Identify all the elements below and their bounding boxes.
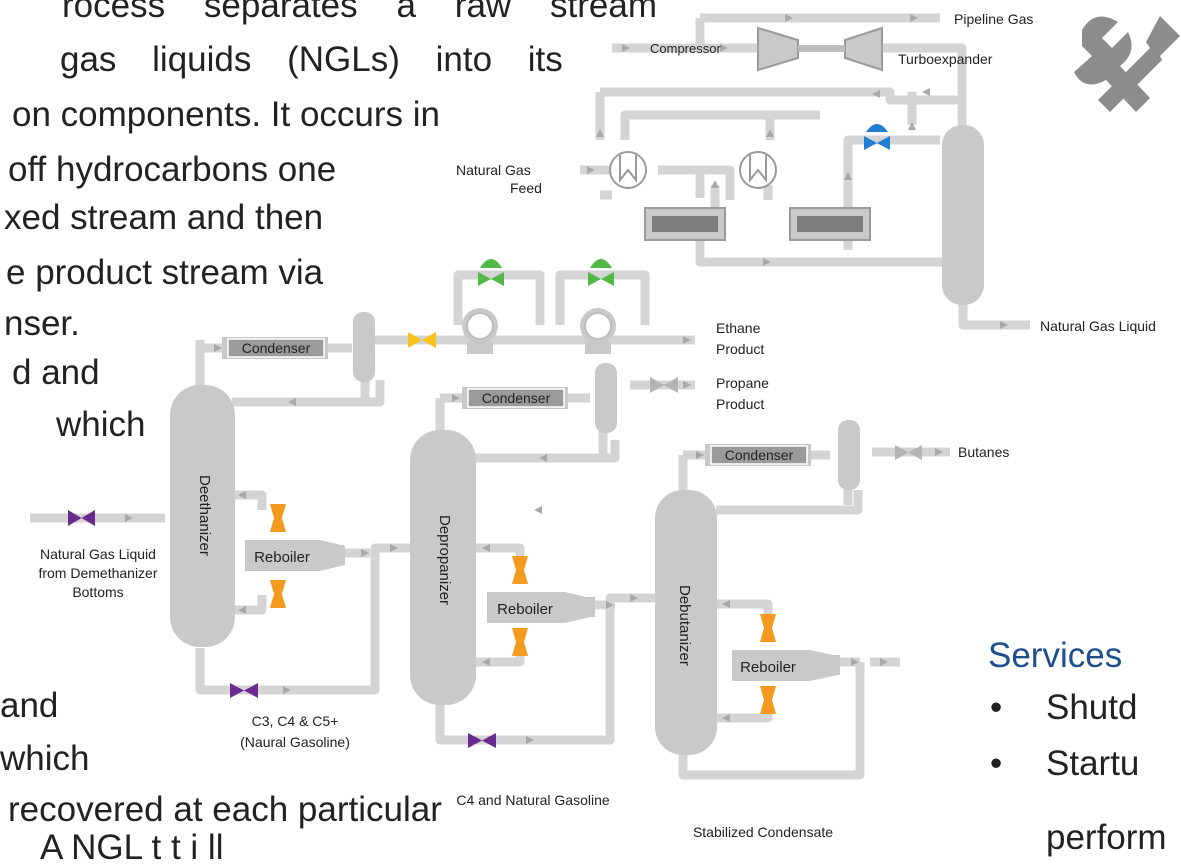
c3-c4-c5-label: (Naural Gasoline)	[240, 734, 350, 750]
valve-orange-icon	[270, 580, 286, 608]
debutanizer-column	[655, 490, 717, 755]
depropanizer-column	[410, 430, 476, 705]
reflux-drum	[838, 420, 860, 490]
reflux-drum	[595, 363, 617, 433]
condenser-label: Condenser	[242, 340, 311, 356]
body-text-line: xed stream and then	[4, 198, 324, 237]
pipeline-gas-label: Pipeline Gas	[954, 11, 1033, 27]
services-title: Services	[988, 636, 1123, 675]
body-text-line: gas liquids (NGLs) into its	[60, 40, 563, 79]
turboexpander-label: Turboexpander	[898, 51, 993, 67]
heat-exchanger	[609, 151, 647, 189]
ngl-demethanizer-label: Bottoms	[72, 584, 123, 600]
body-text-line: off hydrocarbons one	[8, 150, 337, 189]
flow-arrows	[125, 14, 1008, 744]
reboiler-label: Reboiler	[497, 601, 553, 618]
condenser-label: Condenser	[725, 447, 794, 463]
process-flow-diagram: Condenser Condenser Condenser Deethanize…	[30, 11, 1180, 840]
compressor-label: Compressor	[650, 41, 721, 56]
ethane-product-label: Product	[716, 341, 764, 357]
propane-product-label: Product	[716, 396, 764, 412]
body-text-line: on components. It occurs in	[12, 95, 440, 134]
separator-drum	[789, 207, 871, 241]
body-text-line: which	[0, 739, 90, 778]
separator-drum	[644, 207, 726, 241]
valve-orange-icon	[512, 556, 528, 584]
condenser: Condenser	[705, 444, 811, 466]
valve-purple-icon	[230, 683, 258, 698]
reboiler-label: Reboiler	[254, 549, 310, 566]
ngl-demethanizer-label: from Demethanizer	[38, 565, 157, 581]
body-text-line: rocess separates a raw stream	[62, 0, 657, 25]
valve-gray-icon	[895, 445, 922, 460]
valve-blue-icon	[864, 124, 890, 150]
butanes-label: Butanes	[958, 444, 1009, 460]
propane-product-label: Propane	[716, 375, 769, 391]
depropanizer-label: Depropanizer	[436, 515, 453, 605]
reboiler: Reboiler	[487, 592, 595, 623]
condenser: Condenser	[462, 387, 568, 409]
services-list-item: Shutd	[990, 688, 1139, 744]
deethanizer-column	[170, 385, 235, 647]
body-text-line: which	[56, 405, 146, 444]
compressor	[757, 26, 799, 72]
valve-orange-icon	[270, 504, 286, 532]
turboexpander	[844, 26, 883, 72]
valve-green-icon	[478, 259, 504, 286]
valve-green-icon	[588, 259, 614, 286]
demethanizer-column	[942, 125, 984, 305]
stabilized-condensate-label: Stabilized Condensate	[693, 824, 833, 840]
services-list: Shutd Startu	[990, 688, 1139, 800]
services-list-item: Startu	[990, 744, 1139, 800]
valve-yellow-icon	[408, 332, 436, 348]
heat-exchanger	[739, 151, 777, 189]
valve-gray-icon	[650, 377, 678, 393]
body-text-line: recovered at each particular	[8, 790, 442, 829]
body-text-line: nser.	[4, 304, 80, 343]
valve-orange-icon	[760, 686, 776, 714]
condenser: Condenser	[222, 337, 328, 359]
reboiler: Reboiler	[732, 650, 840, 681]
body-text-line: d and	[12, 353, 100, 392]
reflux-drum	[353, 312, 375, 382]
condenser-label: Condenser	[482, 390, 551, 406]
natural-gas-liquid-label: Natural Gas Liquid	[1040, 318, 1156, 334]
deethanizer-label: Deethanizer	[196, 475, 213, 556]
reboiler: Reboiler	[245, 540, 345, 571]
reboiler-label: Reboiler	[740, 659, 796, 676]
ngl-demethanizer-label: Natural Gas Liquid	[40, 546, 156, 562]
services-item-continuation: perform	[1046, 818, 1167, 857]
pump	[462, 308, 498, 354]
valve-purple-icon	[468, 733, 496, 748]
body-text-line: and	[0, 686, 59, 725]
c4-natural-gasoline-label: C4 and Natural Gasoline	[456, 792, 610, 808]
c3-c4-c5-label: C3, C4 & C5+	[252, 713, 339, 729]
wrench-hammer-icon	[1074, 16, 1180, 112]
body-text-line: e product stream via	[6, 253, 324, 292]
natural-gas-feed-label: Feed	[510, 180, 542, 196]
ethane-product-label: Ethane	[716, 320, 761, 336]
valve-orange-icon	[512, 628, 528, 656]
valve-orange-icon	[760, 614, 776, 642]
valve-purple-icon	[68, 510, 95, 526]
natural-gas-feed-label: Natural Gas	[456, 162, 531, 178]
pump	[580, 308, 616, 354]
debutanizer-label: Debutanizer	[676, 585, 693, 666]
